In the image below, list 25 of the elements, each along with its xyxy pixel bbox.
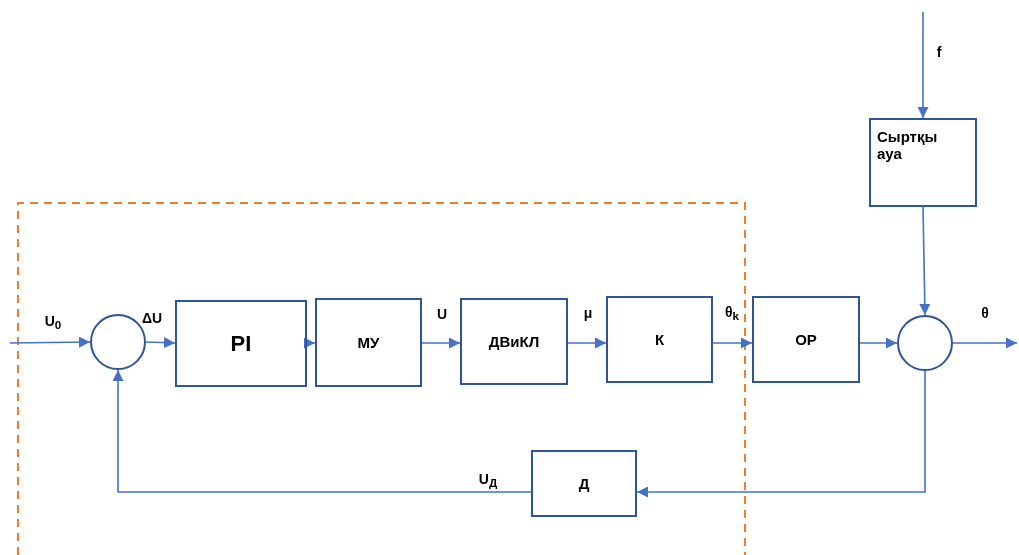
arrow	[919, 206, 931, 316]
signal-label: θ	[980, 305, 990, 321]
disturbance-block: Сыртқы ауа	[869, 118, 977, 207]
arrow	[859, 337, 898, 349]
arrow	[145, 337, 176, 349]
process-block: ОР	[752, 296, 860, 383]
arrow	[9, 336, 91, 348]
summing-junction	[897, 315, 953, 371]
arrow	[636, 370, 926, 498]
arrow	[712, 337, 753, 349]
signal-label: f	[935, 44, 943, 60]
arrow	[567, 337, 607, 349]
arrow	[112, 369, 532, 493]
arrow	[952, 337, 1018, 349]
arrow	[917, 11, 929, 119]
signal-label: ΔU	[140, 310, 164, 326]
amplifier-block: МУ	[315, 298, 422, 387]
sensor-block: Д	[531, 450, 637, 517]
arrow	[304, 337, 316, 349]
arrow	[421, 337, 461, 349]
motor-block: ДВиКЛ	[460, 298, 568, 385]
controller-block: PI	[175, 300, 307, 387]
signal-label: θ$_{k}$	[723, 303, 741, 323]
process-block: К	[606, 296, 713, 383]
signal-label: U	[435, 306, 449, 322]
